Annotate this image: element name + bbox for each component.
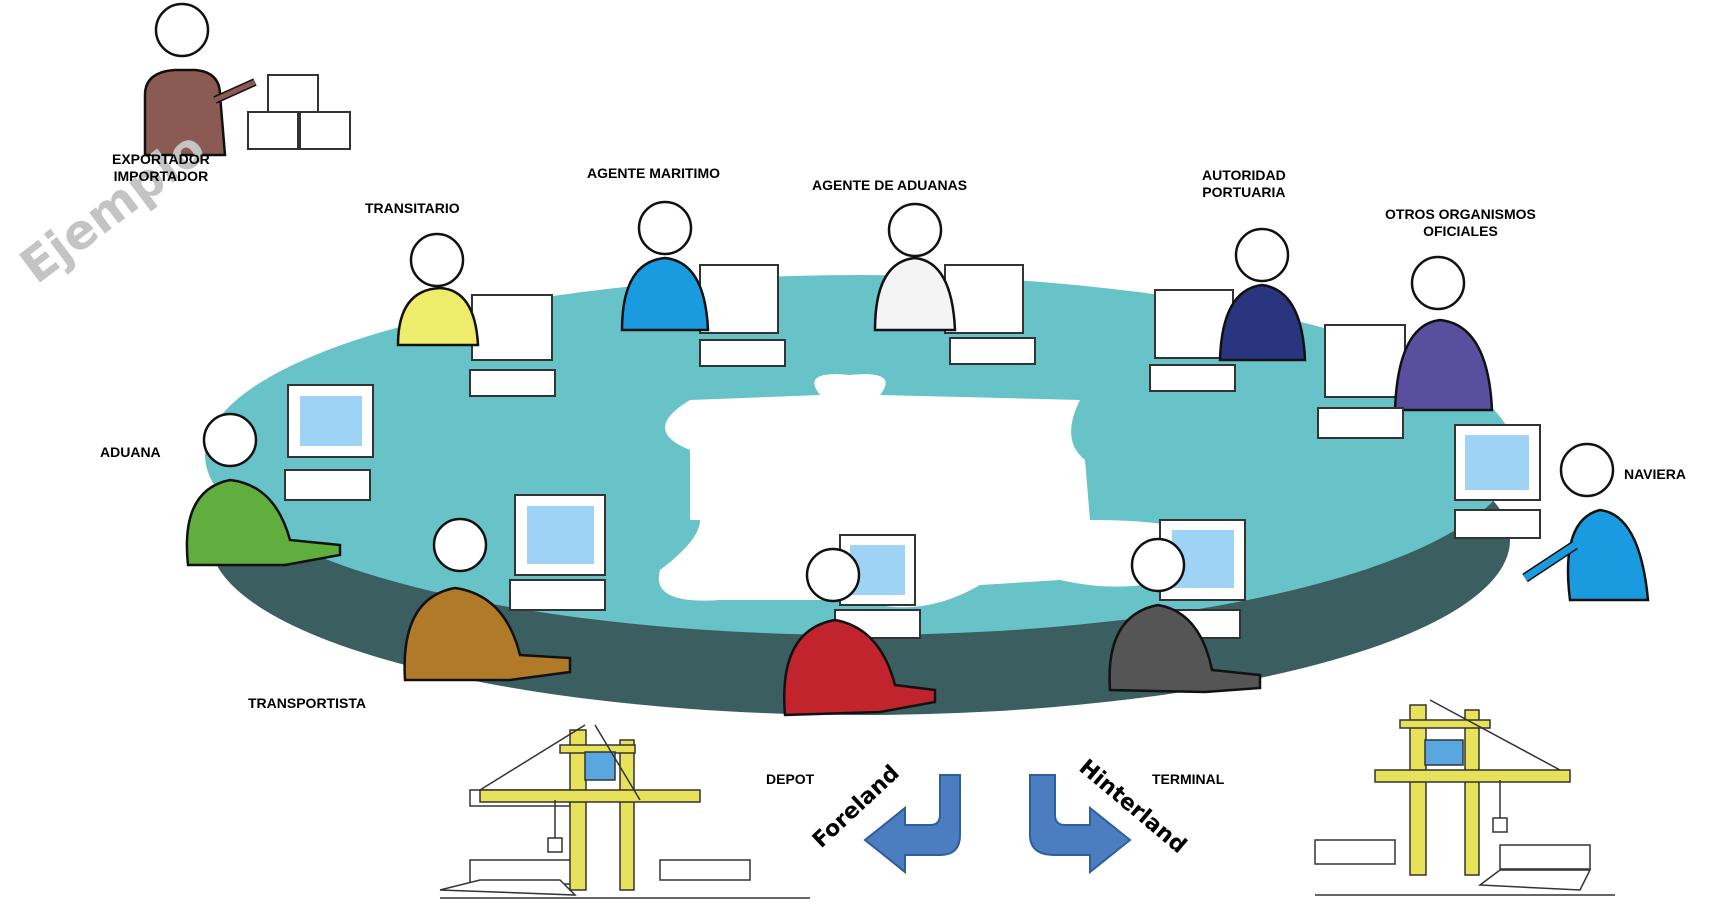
label-depot: DEPOT xyxy=(766,771,815,787)
hinterland-arrow-icon xyxy=(1029,774,1132,875)
label-otros-line1: OTROS ORGANISMOS xyxy=(1385,206,1536,222)
agente-maritimo-figure xyxy=(620,200,786,367)
label-agente-aduanas: AGENTE DE ADUANAS xyxy=(812,177,968,193)
terminal-figure xyxy=(1108,519,1262,694)
label-transportista: TRANSPORTISTA xyxy=(248,695,366,711)
label-otros-organismos: OTROS ORGANISMOS OFICIALES xyxy=(1385,206,1536,240)
otros-organismos-figure xyxy=(1317,255,1494,439)
crane-left-icon xyxy=(439,724,810,899)
table-cutout xyxy=(658,374,1213,608)
label-exportador-line2: IMPORTADOR xyxy=(113,168,209,184)
label-terminal: TERMINAL xyxy=(1152,771,1225,787)
label-autoridad-line2: PORTUARIA xyxy=(1202,184,1286,200)
agente-aduanas-figure xyxy=(873,202,1036,365)
naviera-figure xyxy=(1454,424,1650,602)
depot-figure xyxy=(783,534,937,717)
label-exportador-line1: EXPORTADOR xyxy=(112,151,210,167)
foreland-arrow-icon xyxy=(863,774,961,875)
autoridad-portuaria-figure xyxy=(1149,227,1307,392)
label-autoridad-line1: AUTORIDAD xyxy=(1202,167,1286,183)
label-autoridad-portuaria: AUTORIDAD PORTUARIA xyxy=(1202,167,1286,201)
aduana-figure xyxy=(185,384,374,567)
transitario-figure xyxy=(396,232,556,397)
label-naviera: NAVIERA xyxy=(1624,466,1686,482)
crane-right-icon xyxy=(1314,699,1615,896)
label-agente-maritimo: AGENTE MARITIMO xyxy=(587,165,720,181)
exportador-figure xyxy=(143,2,351,157)
label-otros-line2: OFICIALES xyxy=(1423,223,1498,239)
label-transitario: TRANSITARIO xyxy=(365,200,460,216)
transportista-figure xyxy=(403,494,606,682)
label-exportador: EXPORTADOR IMPORTADOR xyxy=(112,151,210,185)
label-aduana: ADUANA xyxy=(100,444,161,460)
exportador-body xyxy=(143,68,227,157)
